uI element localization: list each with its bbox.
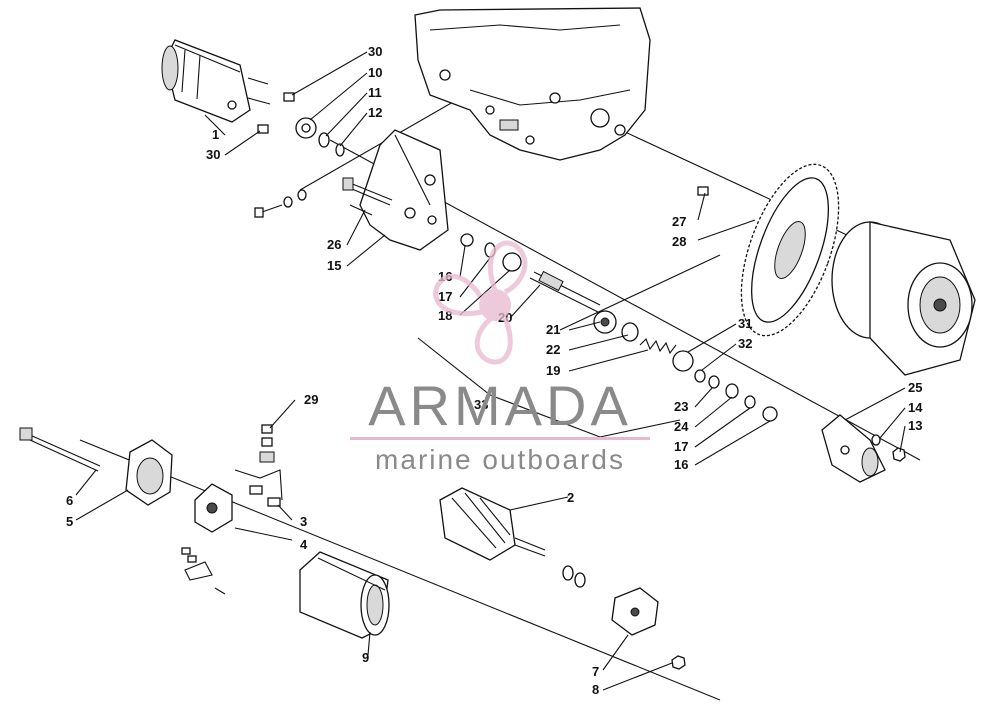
callout-33: 33 xyxy=(474,397,488,412)
bracket-bolt-26 xyxy=(342,177,393,216)
screw-30-upper xyxy=(283,92,295,102)
callout-15: 15 xyxy=(327,258,341,273)
starter-motor-assembly xyxy=(161,39,271,123)
callout-7: 7 xyxy=(592,664,599,679)
sleeve-31 xyxy=(672,350,694,372)
callout-25: 25 xyxy=(908,380,922,395)
washer-23 xyxy=(708,375,720,389)
callout-8: 8 xyxy=(592,682,599,697)
callout-31: 31 xyxy=(738,316,752,331)
bolt-27 xyxy=(697,186,709,196)
callout-9: 9 xyxy=(362,650,369,665)
washer-11 xyxy=(318,132,330,148)
callout-3: 3 xyxy=(300,514,307,529)
screw-30-lower xyxy=(257,124,269,134)
callout-26: 26 xyxy=(327,237,341,252)
washer-24 xyxy=(725,383,739,399)
gear-18 xyxy=(502,252,522,272)
callout-13: 13 xyxy=(908,418,922,433)
ring-32 xyxy=(694,369,706,383)
washer-14 xyxy=(871,434,881,446)
shaft-20 xyxy=(529,270,601,313)
callout-17-upper: 17 xyxy=(438,289,452,304)
nut-8 xyxy=(671,655,686,670)
callout-30-upper: 30 xyxy=(368,44,382,59)
clutch-21 xyxy=(593,310,617,334)
end-plate-7 xyxy=(611,587,659,636)
callout-6: 6 xyxy=(66,493,73,508)
callout-21: 21 xyxy=(546,322,560,337)
nut-13 xyxy=(892,447,906,462)
starter-housing-25 xyxy=(821,414,886,483)
end-cap-5 xyxy=(125,439,173,506)
watermark-brand-name: ARMADA xyxy=(368,374,632,437)
callout-17-lower: 17 xyxy=(674,439,688,454)
callout-19: 19 xyxy=(546,363,560,378)
armature-washers xyxy=(562,565,586,588)
brush-set-4 xyxy=(181,547,226,595)
motor-yoke-9 xyxy=(299,551,390,639)
callout-5: 5 xyxy=(66,514,73,529)
watermark-tagline: marine outboards xyxy=(375,444,625,475)
pinion-gear-10 xyxy=(295,117,317,139)
callout-29: 29 xyxy=(304,392,318,407)
callout-2: 2 xyxy=(567,490,574,505)
drive-clutch-drum xyxy=(831,221,976,376)
through-bolt-6 xyxy=(19,427,101,472)
callout-1: 1 xyxy=(212,127,219,142)
engine-block xyxy=(414,7,651,161)
ring-gear-28 xyxy=(740,163,840,337)
leader-lines xyxy=(75,51,906,691)
callout-4: 4 xyxy=(300,537,308,552)
watermark-divider xyxy=(350,437,650,440)
callout-32: 32 xyxy=(738,336,752,351)
part-callouts: 30 10 11 12 1 30 26 15 27 28 16 17 18 20… xyxy=(66,44,923,697)
callout-14: 14 xyxy=(908,400,923,415)
brush-holder-plate xyxy=(194,483,233,533)
callout-23: 23 xyxy=(674,399,688,414)
collar-22 xyxy=(621,322,639,342)
callout-12: 12 xyxy=(368,105,382,120)
callout-11: 11 xyxy=(368,85,382,100)
callout-16-lower: 16 xyxy=(674,457,688,472)
spring-19 xyxy=(639,338,677,355)
callout-30-lower: 30 xyxy=(206,147,220,162)
mounting-bracket-15 xyxy=(359,129,449,251)
watermark-logo xyxy=(433,240,528,365)
callout-24: 24 xyxy=(674,419,689,434)
callout-10: 10 xyxy=(368,65,382,80)
callout-22: 22 xyxy=(546,342,560,357)
callout-28: 28 xyxy=(672,234,686,249)
bolt-with-washers xyxy=(254,189,307,218)
callout-27: 27 xyxy=(672,214,686,229)
armature-2 xyxy=(439,487,546,561)
bushing-16-upper xyxy=(460,233,474,247)
ring-12 xyxy=(335,143,345,157)
terminal-3 xyxy=(234,424,283,507)
